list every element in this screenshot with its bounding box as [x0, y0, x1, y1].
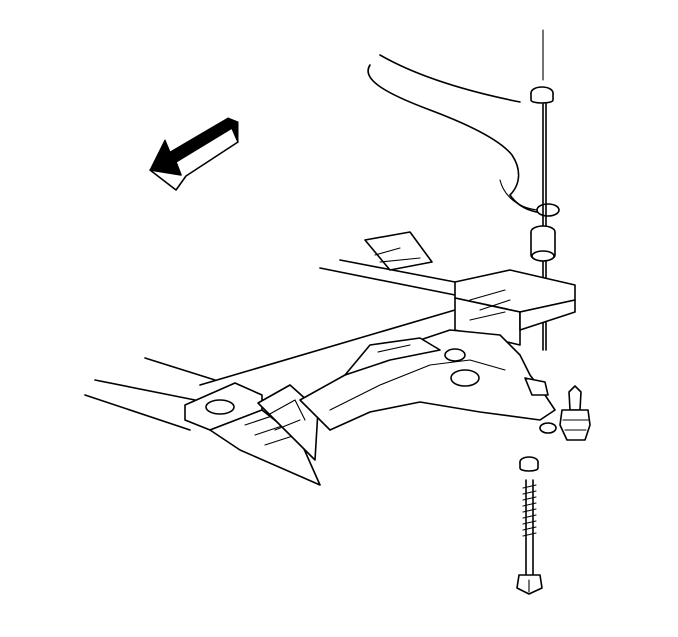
vehicle-body-panel [367, 54, 553, 214]
lower-control-arm [299, 329, 557, 434]
direction-arrow-icon [149, 117, 239, 191]
ball-joint [559, 385, 591, 441]
stabilizer-link-lower-bushing [530, 225, 556, 262]
stabilizer-link-bolt [516, 479, 543, 595]
subframe-rear-mount [184, 382, 321, 486]
subframe-front-mount [364, 231, 576, 346]
stabilizer-link-bottom-washer [519, 456, 539, 472]
stabilizer-link-upper-bushing [530, 29, 560, 217]
